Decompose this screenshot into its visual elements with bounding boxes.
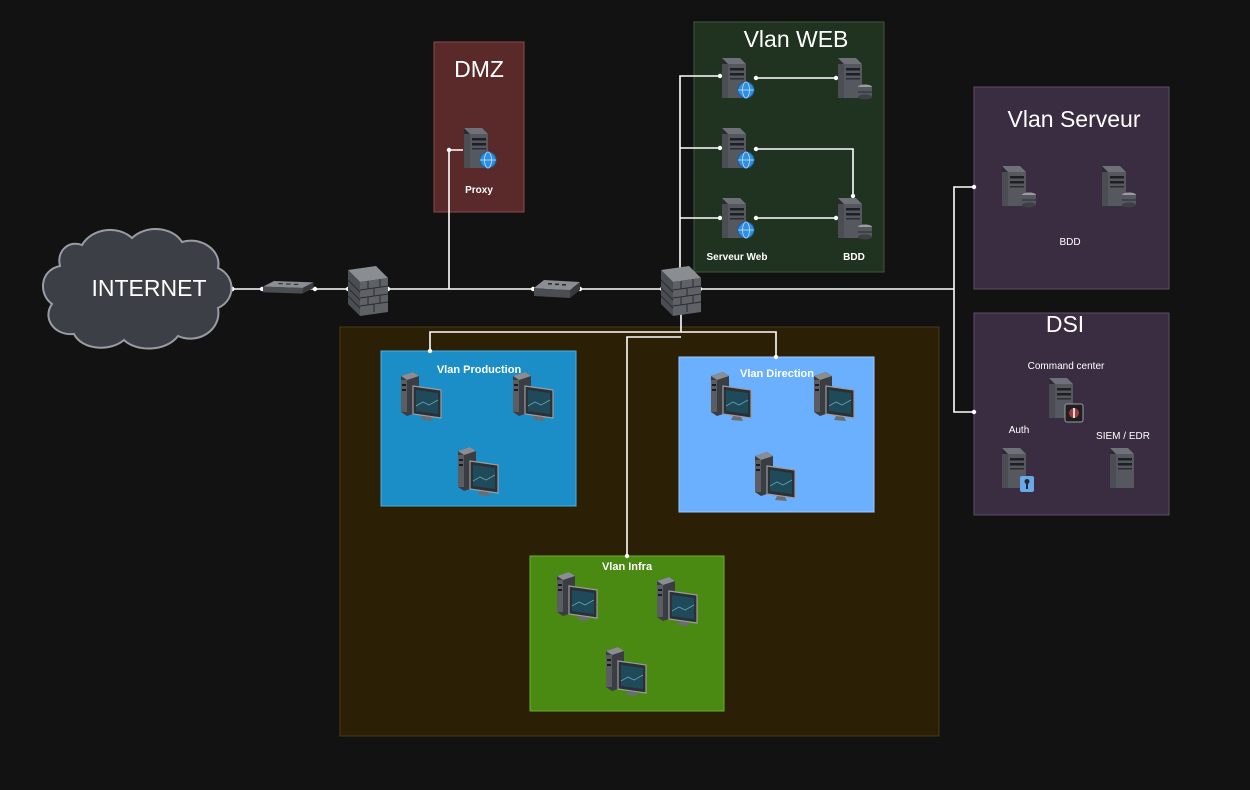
key-icon — [1020, 476, 1034, 492]
vlan-production-title: Vlan Production — [437, 364, 522, 376]
command-center-label: Command center — [1028, 361, 1105, 372]
auth-label: Auth — [1009, 425, 1030, 436]
command-center-server — [1049, 378, 1084, 423]
proxy-label: Proxy — [465, 185, 493, 196]
vlan-serveur-zone-title: Vlan Serveur — [1008, 106, 1141, 132]
firewall-icon — [347, 265, 389, 317]
dmz-zone-title: DMZ — [454, 56, 504, 82]
internet-label: INTERNET — [92, 275, 207, 301]
siem-label: SIEM / EDR — [1096, 431, 1150, 442]
cloud-icon — [42, 228, 233, 350]
auth-server — [1002, 448, 1034, 492]
siem-server — [1110, 448, 1134, 488]
edge-router — [263, 281, 314, 294]
vlan-direction-title: Vlan Direction — [740, 368, 814, 380]
web-server-label: Serveur Web — [707, 252, 768, 263]
shield-icon — [1064, 403, 1084, 423]
switch-icon — [534, 280, 580, 298]
dsi-zone-title: DSI — [1046, 311, 1084, 337]
vlan-infra-title: Vlan Infra — [602, 561, 653, 573]
web-db-label: BDD — [843, 252, 865, 263]
vlan-web-zone-title: Vlan WEB — [744, 26, 849, 52]
vlan-serveur-node-label: BDD — [1059, 237, 1080, 248]
core-firewall-icon — [660, 265, 702, 317]
